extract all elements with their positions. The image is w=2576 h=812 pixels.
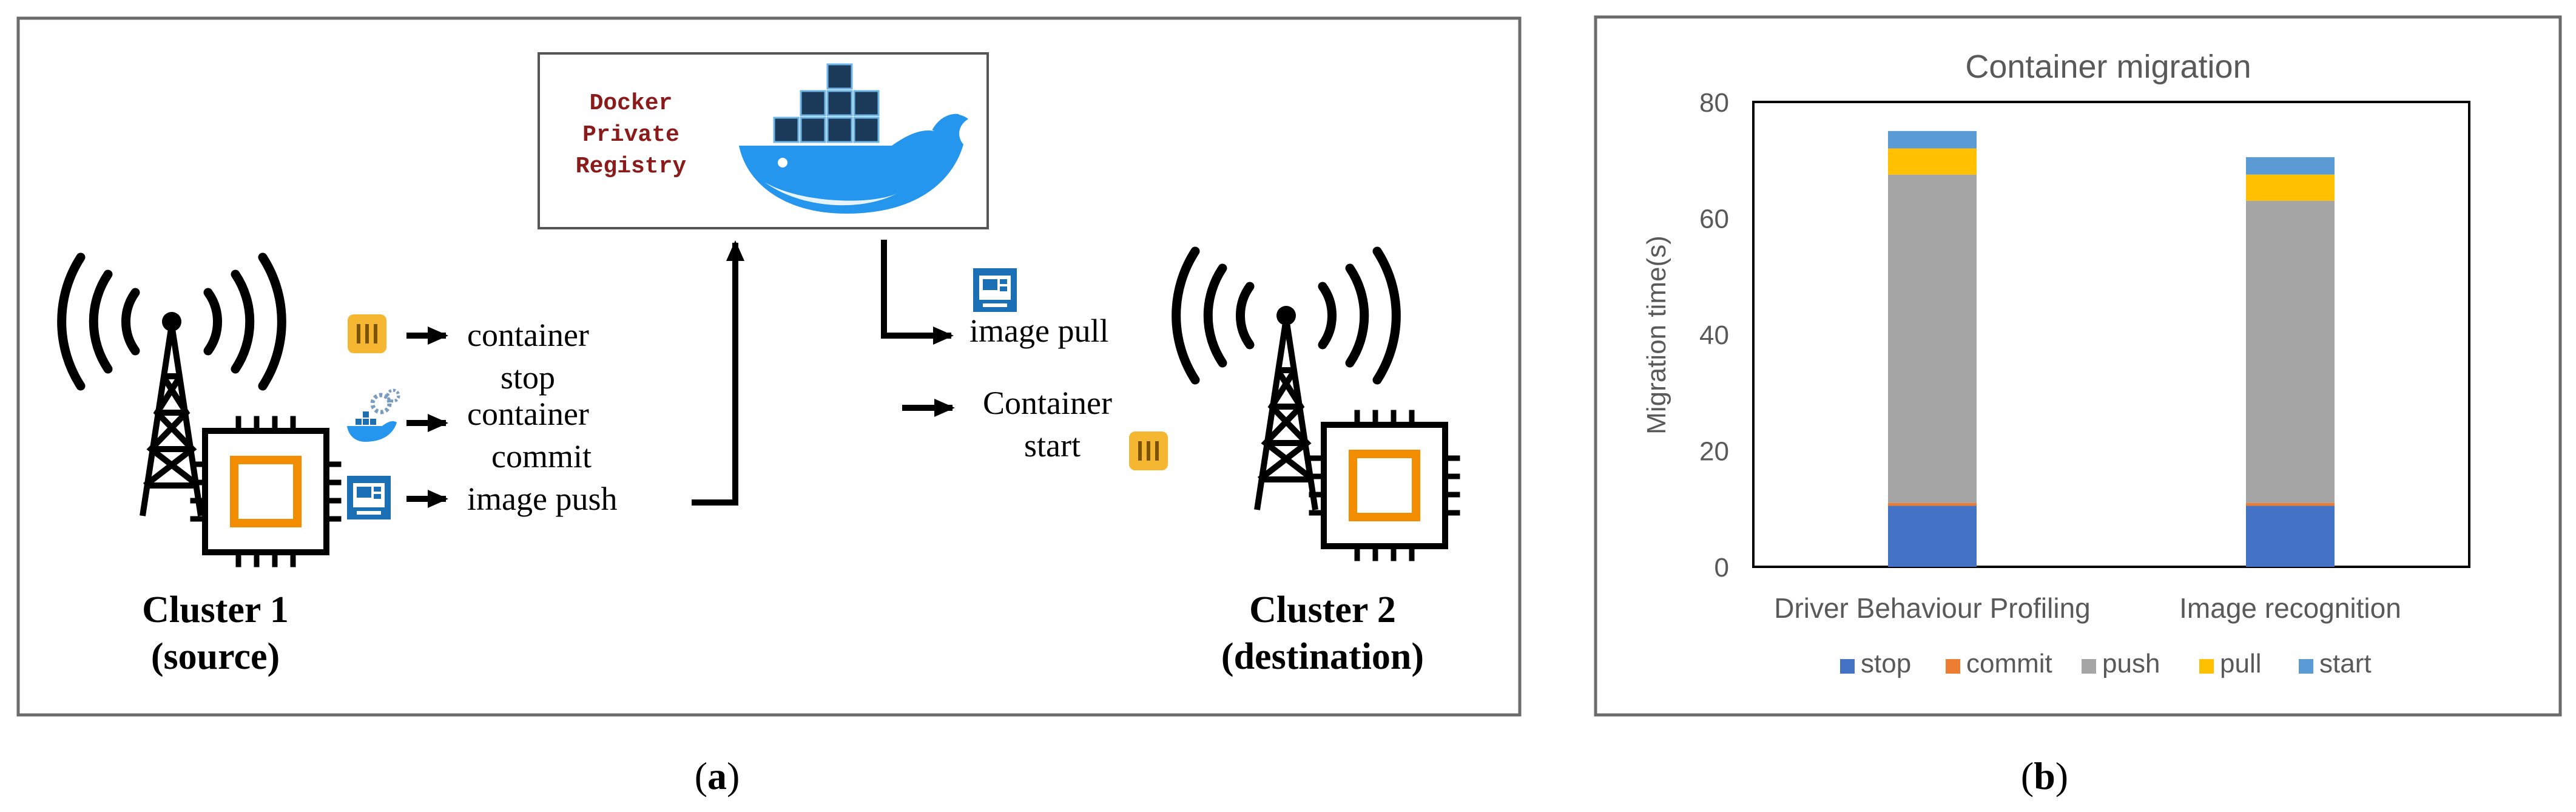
bar-segment-stop: [2246, 506, 2335, 567]
cluster2-role: (destination): [1221, 636, 1424, 677]
registry-label-2: Private: [582, 122, 679, 148]
bar-segment-start: [2246, 157, 2335, 175]
stop-icon: [348, 314, 386, 353]
caption-a: (a): [695, 754, 740, 797]
bar-segment-push: [2246, 200, 2335, 503]
panel-a: Docker Private Registry Cluster 1 (sourc…: [16, 16, 1522, 797]
cluster1-name: Cluster 1: [142, 589, 289, 631]
panel-b: Container migration Migration time(s) 0 2…: [1594, 15, 2562, 797]
start-icon: [1129, 431, 1168, 470]
bar-segment-start: [1888, 130, 1977, 149]
legend-label-stop: stop: [1861, 649, 1911, 678]
registry-label-3: Registry: [576, 154, 687, 180]
docker-push-icon: [347, 476, 391, 519]
legend-swatch-commit: [1946, 659, 1960, 674]
bar-segment-pull: [2246, 174, 2335, 201]
legend: stop commit push pull start: [1840, 649, 2372, 678]
chip-icon-2: [1312, 413, 1457, 558]
y-tick-label: 20: [1699, 437, 1729, 467]
y-tick-label: 60: [1699, 205, 1729, 234]
docker-registry: Docker Private Registry: [538, 52, 989, 229]
start-label-2: start: [1024, 427, 1081, 464]
registry-label-1: Docker: [590, 90, 673, 117]
legend-label-start: start: [2319, 649, 2372, 678]
chart-title: Container migration: [1965, 49, 2251, 85]
bar-segment-pull: [1888, 148, 1977, 175]
docker-pull-icon: [973, 268, 1017, 312]
docker-whale-icon: [739, 63, 968, 214]
legend-swatch-push: [2082, 659, 2096, 674]
stacked-bars: [1888, 130, 2335, 567]
y-tick-label: 0: [1715, 553, 1729, 583]
stop-label-1: container: [467, 317, 589, 353]
legend-swatch-start: [2299, 659, 2313, 674]
push-to-registry-arrow: [692, 240, 744, 506]
panel-b-frame: [1594, 15, 2562, 717]
legend-swatch-stop: [1840, 659, 1855, 674]
cluster2-name: Cluster 2: [1249, 589, 1396, 631]
docker-commit-icon: [347, 388, 400, 442]
y-axis-ticks: 0 20 40 60 80: [1699, 88, 1729, 583]
legend-swatch-pull: [2199, 659, 2214, 674]
start-label-1: Container: [983, 385, 1112, 421]
push-label: image push: [467, 481, 617, 517]
pull-label: image pull: [969, 313, 1108, 349]
bar-segment-commit: [1888, 502, 1977, 506]
y-axis-label: Migration time(s): [1642, 235, 1671, 435]
category-label: Image recognition: [2179, 592, 2401, 624]
bar-segment-stop: [1888, 506, 1977, 567]
y-tick-label: 80: [1699, 88, 1729, 118]
bar-segment-push: [1888, 174, 1977, 503]
x-axis-categories: Driver Behaviour Profiling Image recognit…: [1774, 592, 2401, 624]
category-label: Driver Behaviour Profiling: [1774, 592, 2091, 624]
chip-icon-1: [193, 419, 339, 564]
pull-from-registry-arrow: [881, 240, 954, 345]
legend-label-pull: pull: [2220, 649, 2262, 678]
bar-segment-commit: [2246, 502, 2335, 506]
stop-label-2: stop: [501, 359, 555, 396]
plot-area-border: [1752, 101, 2470, 568]
commit-label-2: commit: [491, 438, 592, 475]
cluster1-role: (source): [151, 636, 280, 677]
y-tick-label: 40: [1699, 320, 1729, 350]
legend-label-push: push: [2102, 649, 2160, 678]
legend-label-commit: commit: [1966, 649, 2052, 678]
caption-b: (b): [2021, 754, 2068, 797]
commit-label-1: container: [467, 396, 589, 432]
